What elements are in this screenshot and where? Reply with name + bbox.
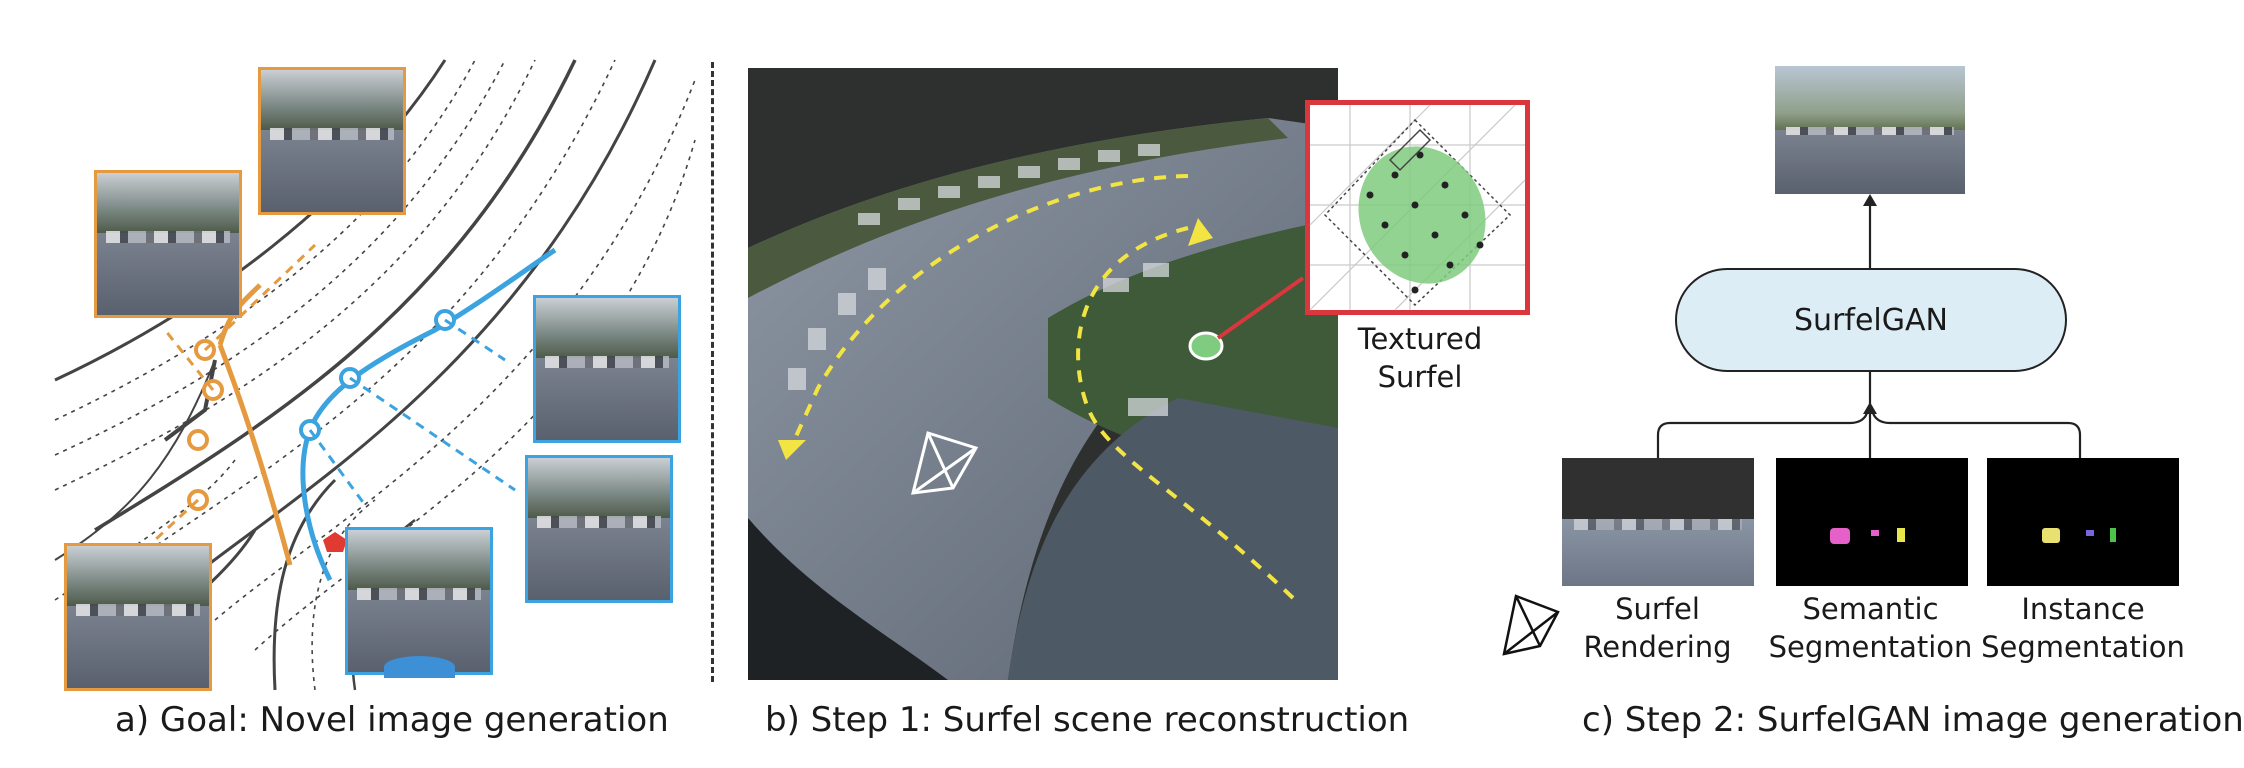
- orange-view-bottom: [64, 543, 212, 691]
- panel-divider: [711, 62, 714, 682]
- instance-segmentation-label: Instance Segmentation: [1981, 592, 2185, 664]
- caption-c: c) Step 2: SurfelGAN image generation: [1582, 700, 2244, 740]
- blue-view-center: [345, 527, 493, 678]
- arrow-up-icon: [1863, 402, 1877, 414]
- surfel-grid-icon: [1309, 104, 1526, 311]
- surfelgan-label: SurfelGAN: [1794, 302, 1948, 338]
- camera-frustum-icon: [911, 431, 979, 495]
- arrow-up-icon: [1863, 194, 1877, 206]
- semantic-segmentation-thumb: [1776, 458, 1968, 586]
- instance-segmentation-thumb: [1987, 458, 2179, 586]
- caption-b: b) Step 1: Surfel scene reconstruction: [765, 700, 1410, 740]
- textured-surfel-callout: [1305, 100, 1530, 315]
- caption-a: a) Goal: Novel image generation: [115, 700, 669, 740]
- orange-view-top: [258, 67, 406, 215]
- surfel-reconstruction-view: [748, 68, 1338, 680]
- blue-view-right-bottom: [525, 455, 673, 603]
- semantic-segmentation-label: Semantic Segmentation: [1768, 592, 1973, 664]
- generated-image: [1775, 66, 1965, 194]
- surfel-rendering-thumb: [1562, 458, 1754, 586]
- surfel-rendering-label: Surfel Rendering: [1583, 592, 1732, 664]
- surfelgan-box: SurfelGAN: [1675, 268, 2067, 372]
- orange-view-left: [94, 170, 242, 318]
- panel-a-map: [54, 59, 696, 692]
- textured-surfel-label: Textured Surfel: [1357, 322, 1483, 394]
- blue-view-right-top: [533, 295, 681, 443]
- camera-frustum-icon: [1502, 594, 1560, 656]
